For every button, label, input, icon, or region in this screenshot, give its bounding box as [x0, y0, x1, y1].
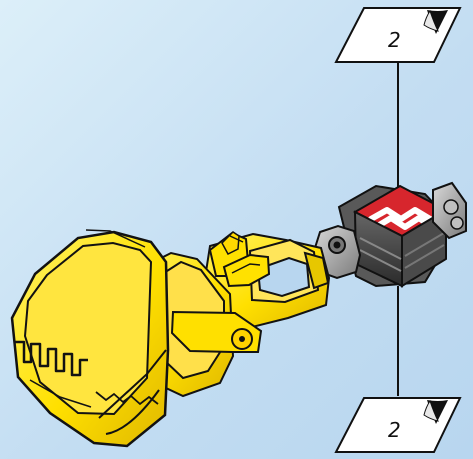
step-card-top: 2: [336, 8, 460, 62]
step-number-bottom: 2: [388, 418, 401, 442]
step-number-top: 2: [388, 28, 401, 52]
step-card-bottom: 2: [336, 398, 460, 452]
yellow-bucket-assembly: [12, 230, 329, 446]
coupler-assembly: [314, 183, 466, 286]
